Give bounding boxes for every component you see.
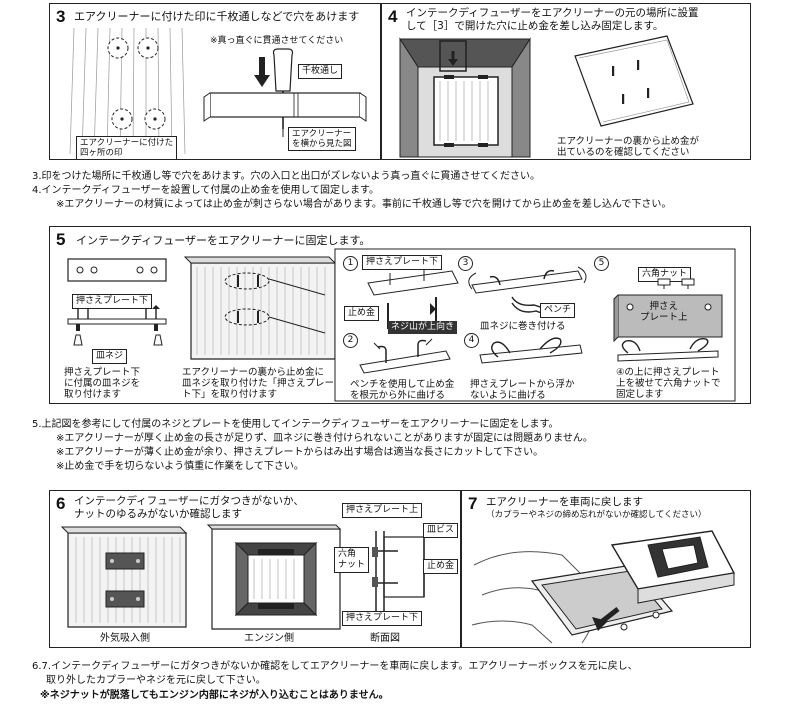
installed-diffuser-drawing [399, 37, 531, 158]
circled-5: 5 [594, 256, 609, 271]
flat-screw-section-label: 皿ビス [423, 523, 459, 538]
marks-label: エアクリーナーに付けた 四ヶ所の印 [76, 136, 178, 160]
step6-heading: インテークディフューザーにガタつきがないか、 ナットのゆるみがないか確認します [74, 495, 304, 520]
lower-plate-section-label: 押さえプレート下 [342, 611, 423, 626]
step6-panel: 6 インテークディフューザーにガタつきがないか、 ナットのゆるみがないか確認しま… [49, 490, 461, 648]
text-block-1-line-3: ※エアクリーナーの材質によっては止め金が刺さらない場合があります。事前に千枚通し… [56, 199, 672, 210]
filter-with-stoppers-drawing [183, 256, 337, 360]
lower-plate-label: 押さえプレート下 [72, 294, 153, 309]
flat-screw-label: 皿ネジ [92, 349, 128, 364]
step3-panel: 3 エアクリーナーに付けた印に千枚通しなどで穴をあけます エアクリーナーに付けた… [49, 3, 381, 160]
section-view-label: 断面図 [370, 633, 400, 644]
wrap-caption: 皿ネジに巻き付ける [480, 321, 566, 332]
text-block-3-line-2: 取り外したカプラーやネジを元に戻して下さい。 [46, 675, 266, 686]
step5-heading: インテークディフューザーをエアクリーナーに固定します。 [76, 234, 371, 247]
bend-caption: ペンチを使用して止め金 を根元から外に曲げる [350, 379, 455, 401]
text-block-3-line-1: 6.7.インテークディフューザーにガタつきがないか確認をしてエアクリーナーを車両… [32, 661, 638, 672]
step4-caption: エアクリーナーの裏から止め金が 出ているのを確認してください [557, 136, 700, 158]
awl-tool-drawing [203, 48, 367, 137]
text-block-2-line-2: ※エアクリーナーが厚く止め金の長さが足りず、皿ネジに巻き付けられないことがありま… [56, 433, 593, 444]
upper-plate-section-label: 押さえプレート上 [342, 503, 423, 518]
text-block-3-line-3: ※ネジナットが脱落してもエンジン内部にネジが入り込むことはありません。 [40, 690, 389, 701]
sub4-drawing [479, 337, 583, 364]
float-caption: 押さえプレートから浮か ないように曲げる [470, 379, 575, 401]
text-block-2-line-1: 5.上記図を参考にして付属のネジとプレートを使用してインテークディフューザーをエ… [32, 419, 559, 430]
sub5-caption: ④の上に押さえプレート 上を被せて六角ナットで 固定します [616, 367, 721, 400]
engine-view-drawing [206, 524, 342, 630]
filter-marks-drawing [69, 27, 186, 155]
step4-number: 4 [388, 7, 398, 26]
step4-heading: インテークディフューザーをエアクリーナーの元の場所に設置 して［3］で開けた穴に… [406, 7, 699, 32]
text-block-1-line-2: 4.インテークディフューザーを設置して付属の止め金を使用して固定します。 [32, 185, 380, 196]
thread-up-label: ネジ山が上向き [388, 321, 458, 334]
engine-view-label: エンジン側 [244, 633, 294, 644]
sub5-drawing [613, 278, 723, 362]
step3-heading: エアクリーナーに付けた印に千枚通しなどで穴をあけます [74, 10, 360, 23]
circled-3: 3 [458, 256, 473, 271]
circled-2: 2 [343, 333, 358, 348]
text-block-2-line-4: ※止め金で手を切らないよう慎重に作業をして下さい。 [56, 461, 304, 472]
pliers-label: ペンチ [540, 303, 576, 318]
upper-plate-label: 押さえ プレート上 [640, 301, 688, 323]
sub1-plate-label: 押さえプレート下 [362, 255, 443, 270]
step6-number: 6 [56, 494, 66, 513]
step7-heading: エアクリーナーを車両に戻します [486, 496, 643, 508]
circled-1: 1 [343, 256, 358, 271]
sub3-drawing [468, 266, 587, 318]
filter-caption: エアクリーナーの裏から止め金に 皿ネジを取り付けた「押さえプレー ト下」を取り付… [182, 367, 335, 400]
lower-plate-drawing [67, 258, 167, 346]
outside-view-drawing [60, 526, 188, 628]
circled-4: 4 [464, 333, 479, 348]
text-block-1-line-1: 3.印をつけた場所に千枚通し等で穴をあけます。穴の入口と出口がズレないよう真っ直… [32, 171, 541, 182]
outside-view-label: 外気吸入側 [100, 633, 150, 644]
step3-note: ※真っ直ぐに貫通させてください [210, 36, 344, 46]
stopper-section-label: 止め金 [423, 559, 459, 574]
step5-number: 5 [56, 230, 66, 249]
vehicle-install-drawing [471, 530, 736, 644]
step5-panel: 5 インテークディフューザーをエアクリーナーに固定します。 押さえプレート下 皿… [49, 226, 751, 404]
stopper-label: 止め金 [344, 306, 380, 321]
side-view-label: エアクリーナー を横から見た図 [288, 127, 356, 151]
step4-panel: 4 インテークディフューザーをエアクリーナーの元の場所に設置 して［3］で開けた… [381, 3, 751, 160]
hex-nut-section-label: 六角 ナット [334, 547, 370, 573]
awl-label: 千枚通し [298, 64, 343, 79]
sub2-drawing [359, 338, 451, 374]
step7-number: 7 [468, 494, 478, 513]
text-block-2-line-3: ※エアクリーナーが薄く止め金が余り、押さえプレートからはみ出す場合は適当な長さに… [56, 447, 544, 458]
step7-panel: 7 エアクリーナーを車両に戻します （カプラーやネジの締め忘れがないか確認してく… [461, 490, 751, 648]
step7-note: （カプラーやネジの締め忘れがないか確認してください） [486, 510, 707, 520]
filter-back-drawing [574, 35, 694, 127]
step3-number: 3 [56, 7, 66, 26]
lower-plate-caption: 押さえプレート下 に付属の皿ネジを 取り付けます [64, 367, 141, 400]
